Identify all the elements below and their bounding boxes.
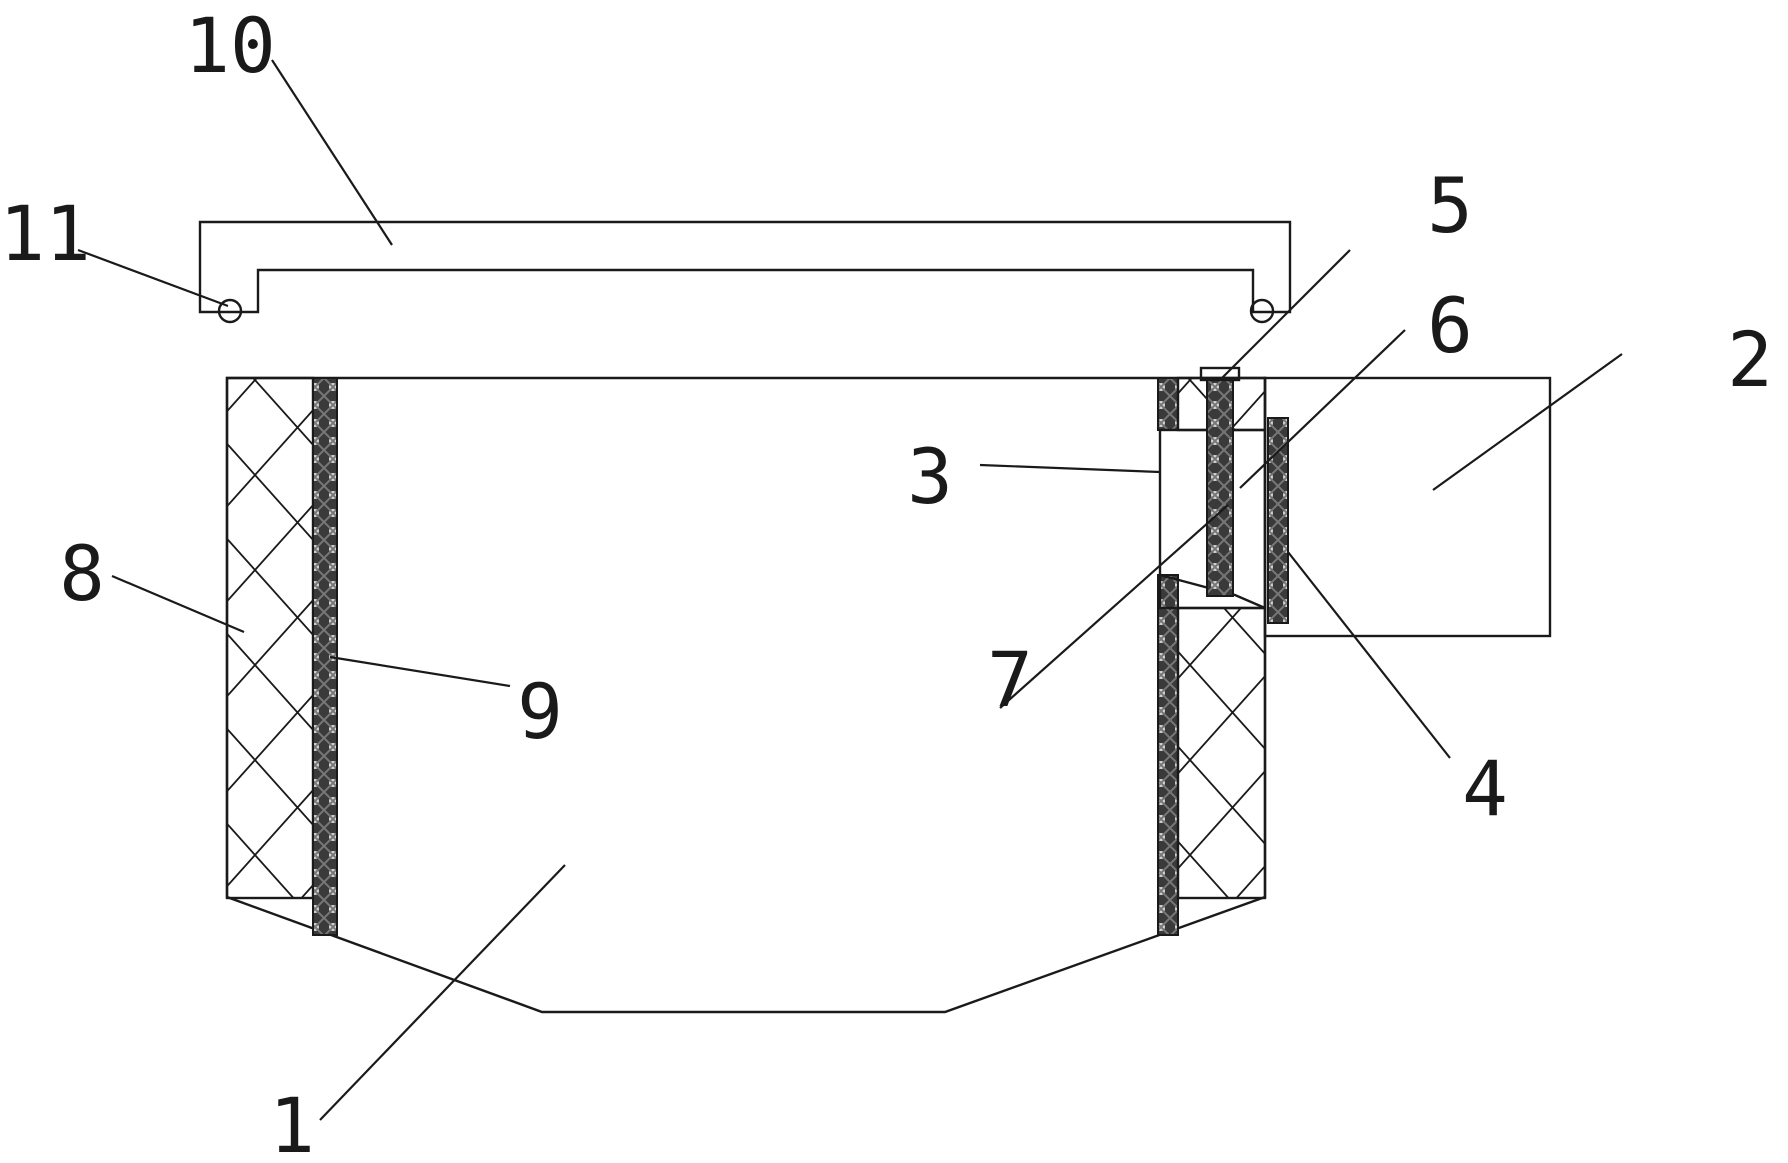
callout-11: 11 [0,189,91,278]
side-box [1263,376,1552,638]
callout-8: 8 [59,529,105,618]
lid-body [198,220,1292,314]
callout-6: 6 [1427,281,1473,370]
callout-5: 5 [1427,161,1473,250]
leader-10 [271,59,393,246]
callout-1: 1 [269,1081,315,1163]
plate [1267,417,1289,624]
leader-1 [319,864,566,1121]
callout-4: 4 [1462,744,1508,833]
right-liner-strip-bottom [1157,574,1179,936]
leader-7 [999,504,1229,709]
right-insulation-wall [1176,606,1267,900]
leader-2 [1432,353,1623,491]
threaded-rod [1206,377,1234,597]
leader-9 [329,655,511,688]
leader-5 [1221,249,1351,379]
callout-3: 3 [907,432,953,521]
leader-11 [77,248,229,308]
rod-cap [1199,366,1241,382]
callout-2: 2 [1727,315,1773,404]
callout-7: 7 [987,635,1033,724]
left-insulation-wall [225,376,315,900]
callout-10: 10 [184,1,276,90]
callout-9: 9 [517,667,563,756]
leader-8 [111,574,245,634]
leader-6 [1239,329,1406,489]
right-liner-strip-top [1157,377,1179,431]
chamber-floor [1159,573,1266,610]
leader-3 [979,463,1161,474]
leader-4 [1287,551,1451,759]
lid-hinge-left [217,298,243,324]
lid-hinge-right [1249,298,1275,324]
container-body [225,376,1267,1014]
